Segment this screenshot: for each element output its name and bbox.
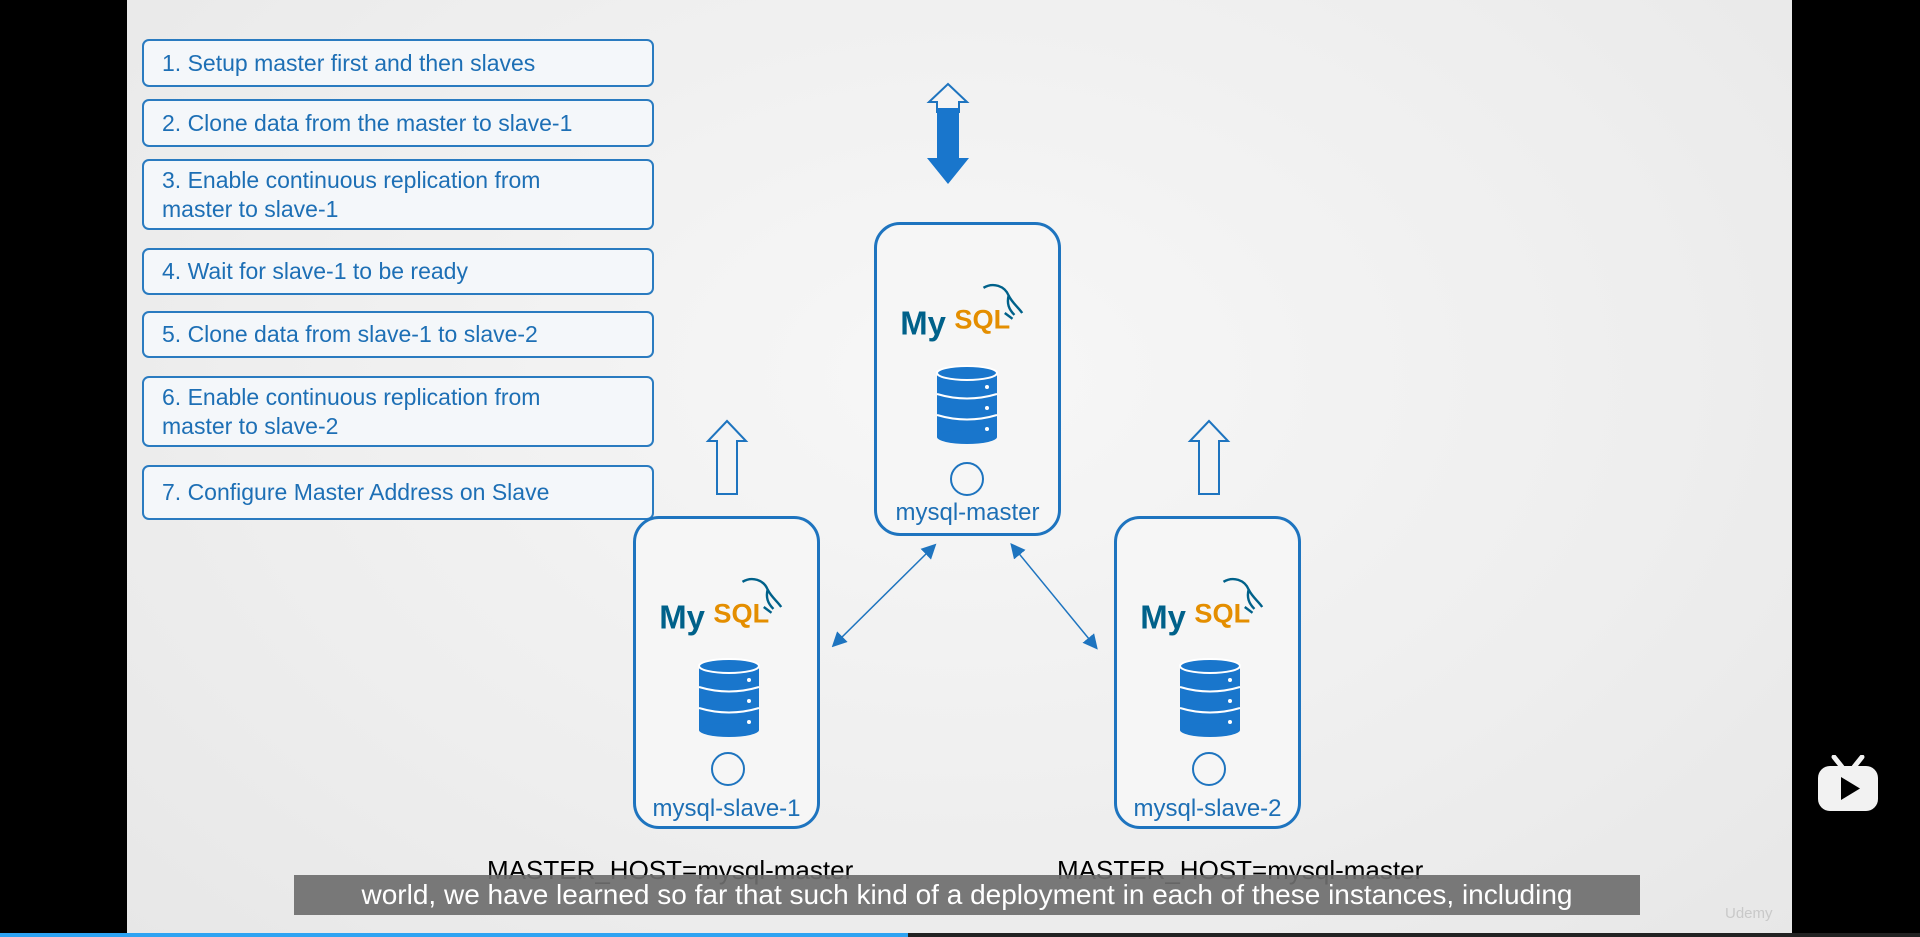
step-4: 4. Wait for slave-1 to be ready bbox=[142, 248, 654, 295]
video-progress-fill bbox=[0, 933, 909, 937]
step-6-text-line2: master to slave-2 bbox=[162, 412, 339, 439]
step-7: 7. Configure Master Address on Slave bbox=[142, 465, 654, 520]
svg-text:My: My bbox=[659, 598, 705, 635]
database-icon bbox=[1179, 658, 1241, 737]
video-progress-bar[interactable] bbox=[0, 933, 1920, 937]
step-6-text-line1: 6. Enable continuous replication from bbox=[162, 383, 541, 410]
mysql-logo-icon: My SQL bbox=[1140, 577, 1264, 635]
master-slave1-connector bbox=[831, 543, 937, 648]
slave1-up-arrow-icon bbox=[705, 419, 749, 495]
step-3: 3. Enable continuous replication from ma… bbox=[142, 159, 654, 230]
pod-circle-icon bbox=[711, 752, 745, 786]
mysql-logo-icon: My SQL bbox=[659, 577, 783, 635]
step-2-text: 2. Clone data from the master to slave-1 bbox=[162, 109, 573, 136]
bilibili-tv-icon[interactable] bbox=[1816, 755, 1880, 813]
step-3-text-line1: 3. Enable continuous replication from bbox=[162, 166, 541, 193]
step-1: 1. Setup master first and then slaves bbox=[142, 39, 654, 87]
svg-text:SQL: SQL bbox=[1194, 597, 1250, 628]
pod-circle-icon bbox=[950, 462, 984, 496]
node-mysql-slave-1: My SQL mysql-slave-1 bbox=[633, 516, 820, 829]
master-slave2-connector bbox=[1010, 543, 1098, 650]
slave2-up-arrow-icon bbox=[1187, 419, 1231, 495]
node-mysql-master: My SQL mysql-master bbox=[874, 222, 1061, 536]
step-4-text: 4. Wait for slave-1 to be ready bbox=[162, 258, 468, 284]
node-mysql-slave-2: My SQL mysql-slave-2 bbox=[1114, 516, 1301, 829]
master-io-arrow-icon bbox=[926, 82, 970, 184]
step-6: 6. Enable continuous replication from ma… bbox=[142, 376, 654, 447]
node-label-slave-1: mysql-slave-1 bbox=[652, 795, 801, 822]
step-7-text: 7. Configure Master Address on Slave bbox=[162, 479, 550, 505]
step-2: 2. Clone data from the master to slave-1 bbox=[142, 99, 654, 147]
pod-circle-icon bbox=[1192, 752, 1226, 786]
svg-text:SQL: SQL bbox=[954, 303, 1010, 334]
udemy-watermark: Udemy bbox=[1725, 905, 1773, 922]
svg-text:SQL: SQL bbox=[713, 597, 769, 628]
step-1-text: 1. Setup master first and then slaves bbox=[162, 49, 536, 76]
svg-text:My: My bbox=[1140, 598, 1186, 635]
database-icon bbox=[936, 365, 998, 444]
svg-text:My: My bbox=[900, 304, 946, 341]
video-subtitle: world, we have learned so far that such … bbox=[294, 875, 1640, 915]
step-3-text-line2: master to slave-1 bbox=[162, 195, 339, 222]
mysql-logo-icon: My SQL bbox=[900, 283, 1024, 341]
step-5-text: 5. Clone data from slave-1 to slave-2 bbox=[162, 321, 538, 347]
step-5: 5. Clone data from slave-1 to slave-2 bbox=[142, 311, 654, 358]
database-icon bbox=[698, 658, 760, 737]
node-label-slave-2: mysql-slave-2 bbox=[1133, 795, 1282, 822]
node-label-master: mysql-master bbox=[895, 499, 1040, 526]
